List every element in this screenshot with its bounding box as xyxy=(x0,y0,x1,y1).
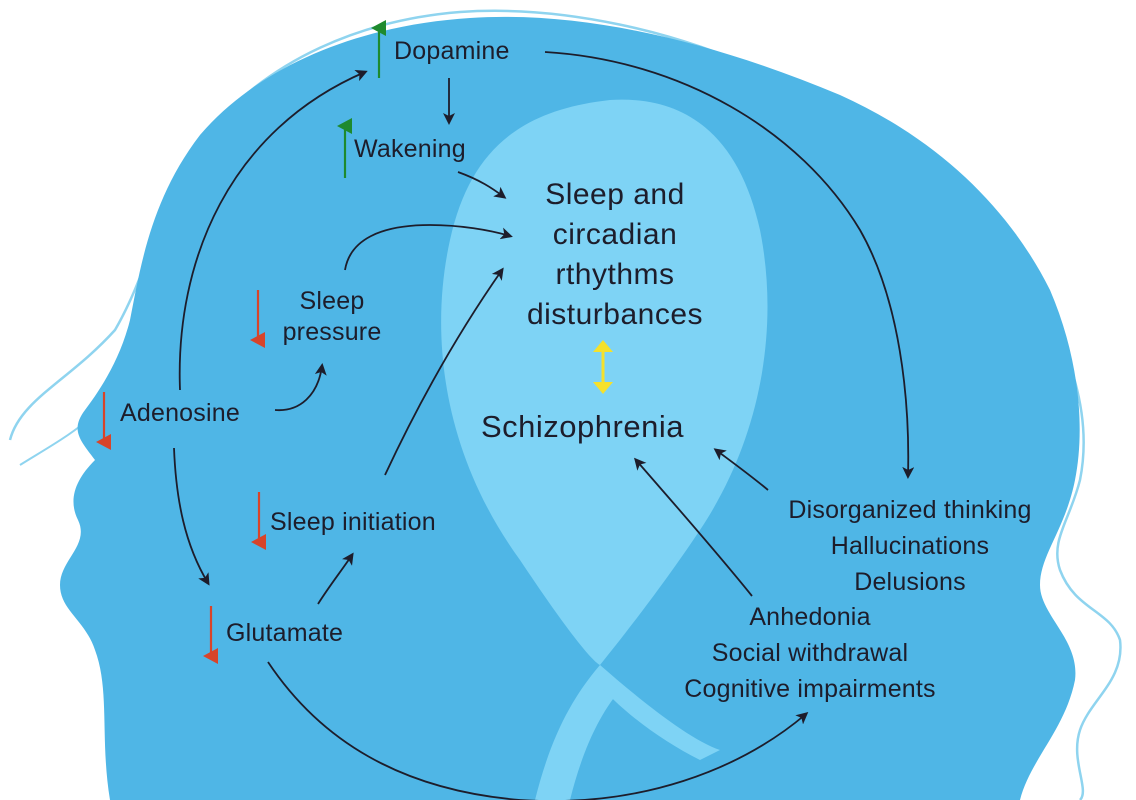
symptom-item: Delusions xyxy=(854,568,966,596)
symptom-item: Cognitive impairments xyxy=(684,675,936,703)
ribbon-tail-right xyxy=(595,665,720,760)
label-sleep-disturbances: Sleep and circadian rthythms disturbance… xyxy=(526,178,704,331)
label-sleep-pressure: Sleep pressure xyxy=(282,287,382,347)
label-sleep-initiation: Sleep initiation xyxy=(270,508,436,536)
arrow-adenosine-to-sleep-pressure xyxy=(274,363,327,411)
label-schizophrenia: Schizophrenia xyxy=(481,409,684,444)
negative-symptoms-list: Anhedonia Social withdrawal Cognitive im… xyxy=(650,599,970,707)
symptom-item: Hallucinations xyxy=(830,532,990,560)
symptom-item: Social withdrawal xyxy=(711,639,909,667)
arrow-sleep-initiation-to-sleep xyxy=(384,267,504,476)
arrow-glutamate-to-sleep-initiation xyxy=(317,552,354,605)
label-wakening: Wakening xyxy=(354,135,466,163)
arrow-glutamate-to-negative-symptoms xyxy=(267,661,809,800)
symptom-item: Anhedonia xyxy=(749,603,871,631)
arrow-negative-symptoms-to-schizophrenia xyxy=(634,457,753,597)
arrow-adenosine-to-dopamine xyxy=(178,70,368,391)
label-glutamate: Glutamate xyxy=(226,619,344,647)
bidirectional-link-icon xyxy=(593,340,613,394)
symptom-item: Disorganized thinking xyxy=(788,496,1032,524)
label-dopamine: Dopamine xyxy=(394,37,510,65)
arrow-adenosine-to-glutamate xyxy=(173,447,210,586)
positive-symptoms-list: Disorganized thinking Hallucinations Del… xyxy=(760,492,1060,600)
arrow-positive-symptoms-to-schizophrenia xyxy=(713,448,769,491)
label-adenosine: Adenosine xyxy=(120,399,240,427)
arrow-wakening-to-sleep xyxy=(457,171,507,199)
arrow-dopamine-to-positive-symptoms xyxy=(544,51,915,479)
arrow-sleep-pressure-to-sleep xyxy=(344,224,513,271)
ribbon-tail-left xyxy=(535,665,620,800)
